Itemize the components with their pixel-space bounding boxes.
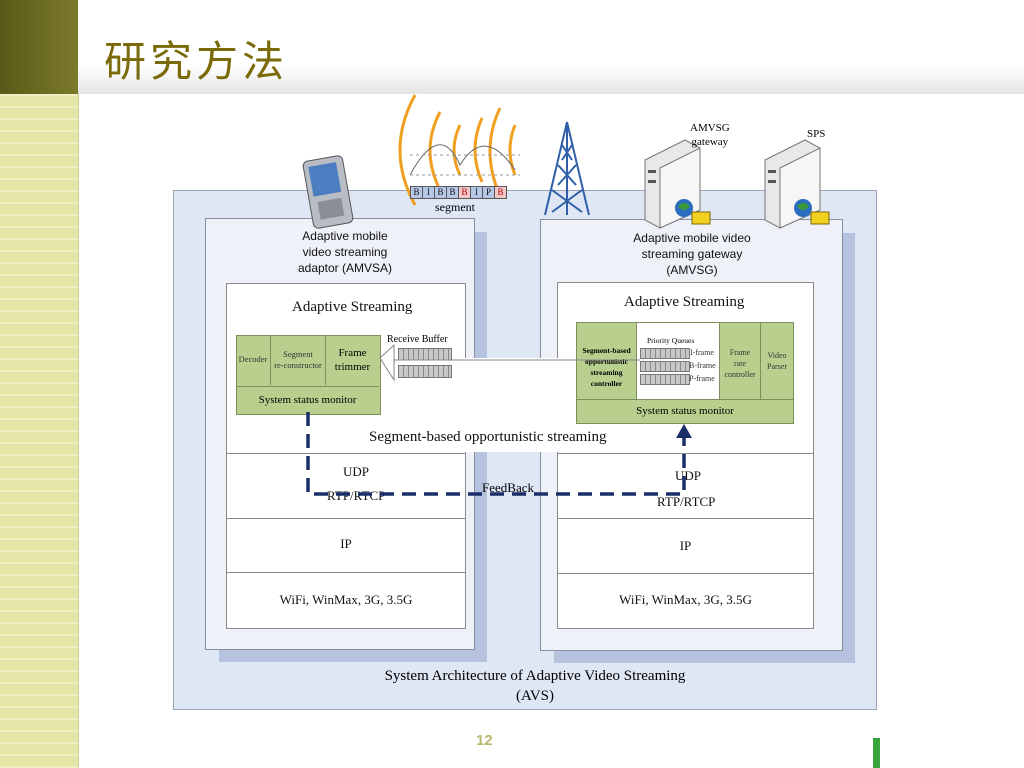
frame-rate-line3: controller	[724, 370, 756, 379]
diagram-caption: System Architecture of Adaptive Video St…	[340, 666, 730, 706]
left-top-block	[0, 0, 78, 94]
sbos-controller-line1: Segment-based	[582, 346, 631, 355]
client-protocol-stack: Adaptive Streaming UDP RTP/RTCP IP WiFi,…	[226, 283, 466, 629]
client-ip-label: IP	[340, 536, 352, 551]
gateway-title-line1: Adaptive mobile video	[633, 231, 751, 245]
stream-arrow	[379, 343, 640, 382]
title-bar	[78, 0, 1024, 94]
amvsg-server-icon	[644, 139, 711, 229]
gateway-link-label: WiFi, WinMax, 3G, 3.5G	[619, 592, 752, 607]
sbos-label: Segment-based opportunistic streaming	[369, 429, 607, 445]
client-title: Adaptive mobile video streaming adaptor …	[255, 228, 435, 276]
gateway-udp-layer: UDP RTP/RTCP	[558, 453, 813, 519]
client-adaptive-streaming-label: Adaptive Streaming	[292, 299, 413, 315]
frame-trimmer-label: Frame trimmer	[326, 335, 379, 374]
sbos-controller-line2: opportunistic	[585, 357, 628, 366]
segment-frame-cell: B	[494, 186, 507, 199]
client-rtp-label: RTP/RTCP	[327, 488, 386, 503]
client-link-layer: WiFi, WinMax, 3G, 3.5G	[227, 572, 465, 628]
client-title-line1: Adaptive mobile	[302, 229, 388, 243]
client-title-line3: adaptor (AMVSA)	[297, 261, 393, 275]
frame-trimmer-line1: Frame	[338, 347, 367, 359]
sbos-controller-block: Segment-based opportunistic streaming co…	[576, 322, 637, 400]
i-frame-queue	[640, 348, 690, 359]
segment-reconstructor-block: Segment re-constructor	[271, 335, 326, 385]
sbos-controller-line4: controller	[590, 379, 623, 388]
gateway-link-layer: WiFi, WinMax, 3G, 3.5G	[558, 573, 813, 628]
gateway-udp-label: UDP	[675, 468, 702, 483]
feedback-arrowhead	[676, 424, 692, 438]
frame-trimmer-block: Frame trimmer	[326, 335, 379, 385]
gateway-rtp-label: RTP/RTCP	[657, 494, 716, 509]
amvsg-label-line2: gateway	[691, 136, 729, 148]
video-parser-line2: Parser	[767, 362, 787, 371]
amvsg-label-line1: AMVSG	[690, 122, 730, 134]
caption-line2: (AVS)	[515, 688, 555, 704]
left-decorative-stripe	[0, 0, 79, 768]
p-frame-label: P-frame	[689, 374, 715, 383]
p-frame-queue	[640, 374, 690, 385]
decoder-label: Decoder	[238, 354, 268, 364]
sps-label: SPS	[807, 128, 826, 140]
frame-rate-line2: rate	[734, 359, 746, 368]
video-parser-line1: Video	[767, 351, 787, 360]
client-udp-label: UDP	[343, 464, 370, 479]
caption-line1: System Architecture of Adaptive Video St…	[384, 668, 686, 684]
decoder-block: Decoder	[236, 335, 271, 385]
b-frame-queue	[640, 361, 690, 372]
sbos-controller-label: Segment-based opportunistic streaming co…	[577, 323, 636, 389]
gateway-title: Adaptive mobile video streaming gateway …	[602, 230, 782, 278]
segment-reconstructor-line2: re-constructor	[274, 360, 322, 370]
gateway-title-line2: streaming gateway	[641, 247, 743, 261]
client-title-line2: video streaming	[302, 245, 388, 259]
gateway-ip-layer: IP	[558, 518, 813, 574]
amvsg-label: AMVSG gateway	[690, 121, 730, 149]
client-udp-layer: UDP RTP/RTCP	[227, 453, 465, 519]
receive-buffer-label: Receive Buffer	[387, 334, 448, 345]
video-parser-block: Video Parser	[760, 322, 794, 400]
video-parser-label: Video Parser	[761, 323, 793, 372]
segment-reconstructor-label: Segment re-constructor	[271, 335, 325, 371]
client-system-status-monitor: System status monitor	[236, 386, 379, 414]
gateway-title-line3: (AMVSG)	[666, 263, 718, 277]
signal-wave	[409, 144, 516, 176]
feedback-line	[306, 412, 686, 496]
frame-rate-line1: Frame	[729, 348, 751, 357]
sbos-controller-line3: streaming	[590, 368, 623, 377]
b-frame-label: B-frame	[689, 361, 716, 370]
client-ip-layer: IP	[227, 518, 465, 573]
cell-tower-icon	[544, 121, 590, 216]
feedback-label: FeedBack	[482, 480, 534, 495]
segment-label: segment	[435, 200, 475, 214]
accent-bar	[873, 738, 880, 768]
frame-trimmer-line2: trimmer	[334, 361, 371, 373]
i-frame-label: I-frame	[690, 348, 714, 357]
page-number: 12	[476, 732, 493, 749]
sps-server-icon	[764, 139, 830, 229]
client-link-label: WiFi, WinMax, 3G, 3.5G	[279, 592, 413, 607]
gateway-adaptive-streaming-label: Adaptive Streaming	[624, 294, 745, 310]
receive-buffer-queue-2	[398, 365, 452, 378]
slide-title: 研究方法	[104, 37, 289, 86]
mobile-device-icon	[302, 155, 354, 229]
segment-frame-cell: B	[458, 186, 471, 199]
gateway-ip-label: IP	[679, 538, 692, 553]
client-system-status-monitor-label: System status monitor	[258, 394, 357, 406]
gateway-system-status-monitor: System status monitor	[576, 399, 794, 424]
priority-queues-label: Priority Queues	[647, 336, 695, 345]
gateway-system-status-monitor-label: System status monitor	[636, 405, 734, 417]
frame-rate-controller-label: Frame rate controller	[720, 323, 760, 380]
segment-reconstructor-line1: Segment	[283, 349, 313, 359]
